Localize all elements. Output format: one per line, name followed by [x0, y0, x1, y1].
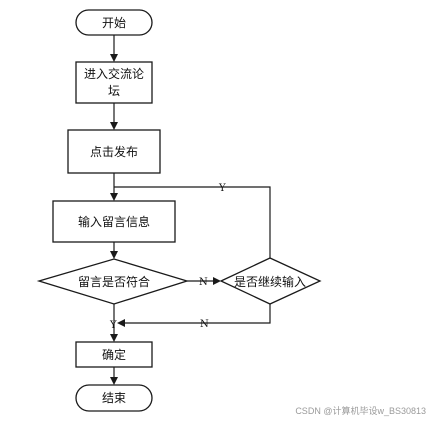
click-publish-box	[67, 129, 161, 174]
arrowhead	[110, 251, 118, 259]
enter-forum-box	[75, 61, 153, 104]
arrowhead	[110, 377, 118, 385]
decision-valid-diamond	[36, 258, 190, 305]
edge-continue-yes-loop	[114, 186, 271, 258]
arrowhead	[110, 54, 118, 62]
arrowhead	[110, 334, 118, 342]
edge-label-yes-down: Y	[109, 320, 117, 331]
start-label: 开始	[102, 16, 126, 30]
confirm-label: 确定	[102, 347, 126, 362]
decision-continue-label: 是否继续输入	[234, 274, 306, 289]
end-terminal	[75, 384, 153, 412]
watermark: CSDN @计算机毕设w_BS30813	[295, 405, 426, 416]
input-message-label: 输入留言信息	[78, 214, 150, 229]
arrowhead	[117, 319, 125, 327]
arrowhead	[110, 193, 118, 201]
edge-label-yes-loop: Y	[218, 183, 226, 194]
edge-continue-no	[124, 304, 271, 324]
start-terminal	[75, 9, 153, 36]
end-label: 结束	[102, 391, 126, 405]
enter-forum-label-line1: 进入交流论	[84, 66, 144, 81]
edge-label-no-return: N	[200, 319, 209, 330]
arrowhead	[213, 277, 221, 285]
edge-label-no-right: N	[199, 277, 208, 288]
click-publish-label: 点击发布	[90, 144, 138, 159]
confirm-box	[75, 341, 153, 368]
decision-continue-diamond	[219, 257, 322, 305]
decision-valid-label: 留言是否符合	[78, 274, 150, 289]
input-message-box	[52, 200, 176, 243]
enter-forum-label-line2: 坛	[108, 84, 120, 98]
arrowhead	[110, 122, 118, 130]
